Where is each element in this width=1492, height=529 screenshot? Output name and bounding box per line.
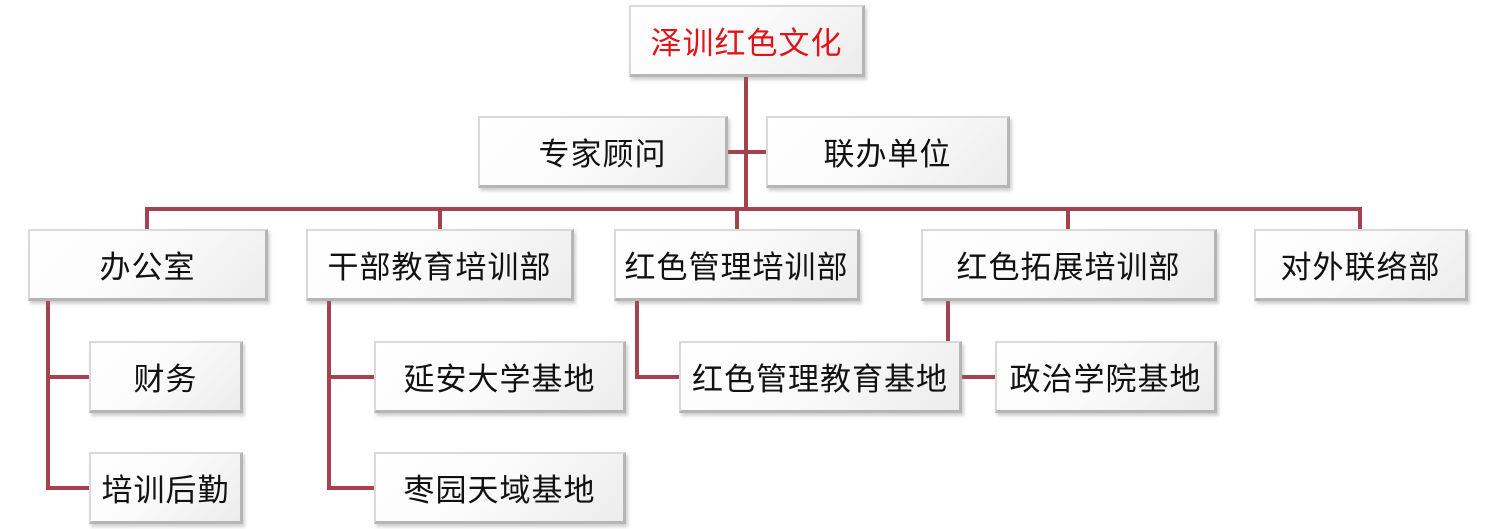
advisor-node-experts: 专家顾问	[478, 116, 728, 188]
dept-node-liaison: 对外联络部	[1254, 229, 1468, 301]
dept-node-red-expansion: 红色拓展培训部	[921, 229, 1217, 301]
root-node: 泽训红色文化	[629, 5, 865, 77]
sub-node-red-mgmt-base: 红色管理教育基地	[679, 341, 962, 413]
sub-node-training-logistics: 培训后勤	[89, 452, 243, 524]
dept-node-cadre-training: 干部教育培训部	[306, 229, 574, 301]
sub-node-yanan-base: 延安大学基地	[374, 341, 626, 413]
sub-node-politics-college-base: 政治学院基地	[995, 341, 1217, 413]
advisor-node-partners: 联办单位	[766, 116, 1010, 188]
dept-node-red-management: 红色管理培训部	[614, 229, 860, 301]
dept-node-office: 办公室	[28, 229, 268, 301]
sub-node-finance: 财务	[89, 341, 243, 413]
sub-node-zaoyuan-base: 枣园天域基地	[374, 452, 626, 524]
